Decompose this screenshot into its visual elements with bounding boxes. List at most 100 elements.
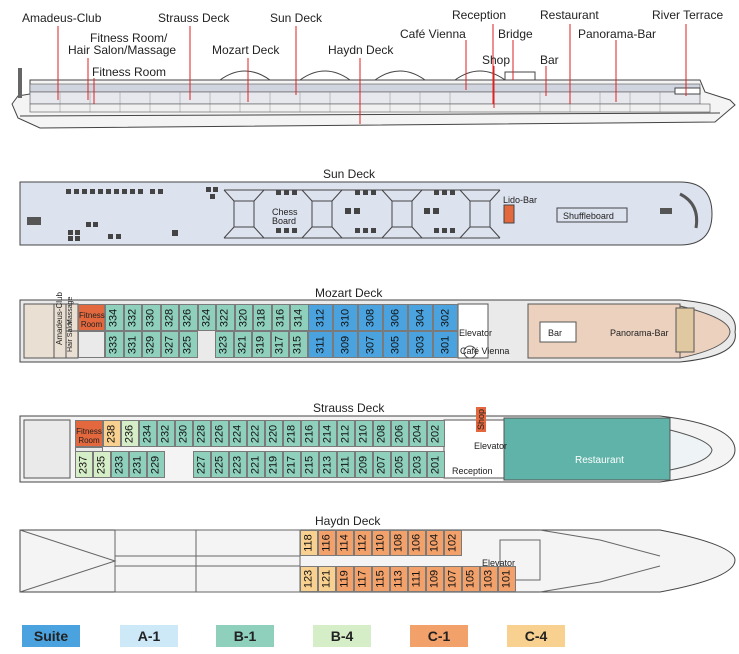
haydn-cabin-106: 106 [408, 530, 426, 556]
cabin-number: 110 [374, 534, 387, 552]
cabin-number: 225 [213, 455, 226, 474]
strauss-cabin-229: 229 [147, 451, 165, 478]
strauss-cabin-237: 237 [75, 451, 93, 478]
mozart-cabin-304: 304 [408, 304, 433, 331]
mozart-cabin-312: 312 [308, 304, 333, 331]
cabin-number: 211 [339, 455, 352, 474]
legend-suite: Suite [22, 625, 80, 647]
mozart-cabin-334: 334 [105, 304, 124, 331]
label-mozart-deck: Mozart Deck [212, 43, 280, 57]
mozart-cabin-309: 309 [333, 331, 358, 358]
strauss-cabin-211: 211 [337, 451, 355, 478]
cabin-number: 123 [302, 569, 315, 589]
cabin-number: 208 [375, 424, 388, 443]
cabin-number: 121 [320, 569, 333, 589]
strauss-shop-label: Shop [476, 406, 486, 432]
cabin-number: 206 [393, 424, 406, 443]
haydn-deck-title: Haydn Deck [315, 514, 381, 528]
profile-pointers [57, 24, 687, 124]
strauss-fitness-label-1: Fitness [76, 427, 102, 436]
label-fitness-hair-line1: Fitness Room/ [90, 31, 168, 45]
strauss-cabin-226: 226 [211, 420, 229, 447]
haydn-cabin-121: 121 [318, 566, 336, 592]
strauss-cabin-206: 206 [391, 420, 409, 447]
strauss-cabin-209: 209 [355, 451, 373, 478]
mozart-cabin-321: 321 [233, 331, 252, 358]
strauss-reception-label: Reception [452, 466, 493, 476]
haydn-cabin-123: 123 [300, 566, 318, 592]
cabin-number: 108 [392, 533, 405, 553]
cabin-number: 201 [429, 455, 442, 474]
cabin-number: 117 [356, 570, 369, 588]
haydn-cabin-104: 104 [426, 530, 444, 556]
cabin-number: 312 [314, 308, 326, 327]
strauss-cabin-214: 214 [319, 420, 337, 447]
cabin-number: 217 [285, 455, 298, 474]
cabin-number: 238 [105, 424, 118, 443]
mozart-cabin-305: 305 [383, 331, 408, 358]
cabin-number: 109 [428, 569, 441, 589]
label-fitness-hair-line2: Hair Salon/Massage [68, 43, 177, 57]
strauss-cabin-217: 217 [283, 451, 301, 478]
cabin-number: 111 [410, 570, 423, 588]
label-haydn-deck: Haydn Deck [328, 43, 394, 57]
cabin-number: 202 [429, 424, 442, 443]
strauss-cabin-224: 224 [229, 420, 247, 447]
strauss-fitness-room: Fitness Room [75, 420, 103, 447]
strauss-cabin-228: 228 [193, 420, 211, 447]
haydn-cabin-114: 114 [336, 530, 354, 556]
strauss-cabin-234: 234 [139, 420, 157, 447]
cabin-number: 218 [285, 424, 298, 443]
strauss-fitness-label-2: Room [78, 436, 100, 445]
mozart-cabin-307: 307 [358, 331, 383, 358]
cabin-number: 207 [375, 455, 388, 474]
cabin-number: 226 [213, 424, 226, 443]
cabin-number: 304 [414, 308, 426, 327]
haydn-cabin-107: 107 [444, 566, 462, 592]
cabin-number: 116 [320, 534, 333, 552]
mozart-cabin-328: 328 [160, 304, 179, 331]
cabin-number: 210 [357, 424, 370, 443]
strauss-cabin-202: 202 [427, 420, 445, 447]
cabin-number: 305 [389, 335, 401, 354]
cabin-number: 316 [274, 308, 287, 327]
mozart-cabin-320: 320 [234, 304, 253, 331]
strauss-cabin-221: 221 [247, 451, 265, 478]
label-panorama-bar: Panorama-Bar [578, 27, 657, 41]
cabin-number: 105 [464, 569, 477, 589]
cabin-number: 236 [123, 424, 136, 443]
cabin-number: 329 [144, 335, 157, 354]
mozart-elevator-label: Elevator [459, 328, 493, 338]
legend-suite-label: Suite [33, 628, 69, 644]
haydn-cabin-105: 105 [462, 566, 480, 592]
chess-label-1: Chess [272, 207, 298, 217]
cabin-number: 334 [107, 308, 120, 327]
cabin-number: 209 [357, 455, 370, 474]
strauss-cabin-223: 223 [229, 451, 247, 478]
cabin-number: 230 [177, 424, 190, 443]
strauss-cabin-213: 213 [319, 451, 337, 478]
cabin-number: 321 [236, 335, 249, 354]
cabin-number: 203 [411, 455, 424, 474]
mozart-left-room [78, 331, 105, 358]
cabin-number: 328 [163, 308, 176, 327]
cabin-number: 214 [321, 424, 334, 443]
haydn-cabin-113: 113 [390, 566, 408, 592]
mozart-panorama-bar-label: Panorama-Bar [610, 328, 669, 338]
mozart-cabin-333: 333 [105, 331, 124, 358]
mozart-cafe-vienna-label: Café Vienna [460, 346, 510, 356]
label-reception: Reception [452, 8, 507, 22]
haydn-cabin-108: 108 [390, 530, 408, 556]
cabin-number: 233 [113, 455, 126, 474]
cabin-number: 115 [374, 570, 387, 588]
mozart-fitness-label-1: Fitness [79, 311, 105, 320]
mozart-cabin-308: 308 [358, 304, 383, 331]
cabin-number: 322 [218, 308, 231, 327]
strauss-cabin-220: 220 [265, 420, 283, 447]
cabin-number: 318 [255, 308, 268, 327]
cabin-number: 213 [321, 455, 334, 474]
cabin-number: 317 [273, 335, 286, 354]
strauss-cabin-203: 203 [409, 451, 427, 478]
mozart-cabin-325: 325 [179, 331, 198, 358]
amadeus-club-label: Amadeus-Club [55, 292, 64, 345]
